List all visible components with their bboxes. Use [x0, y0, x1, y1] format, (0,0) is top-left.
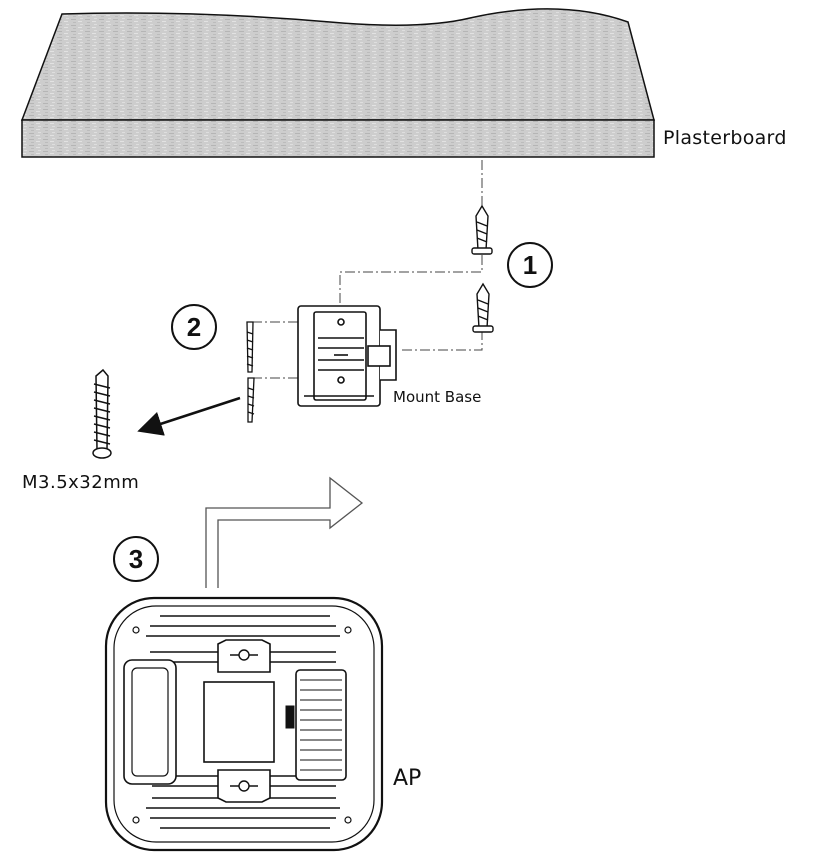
detail-arrow	[137, 396, 241, 436]
plasterboard	[20, 8, 655, 158]
guide-lines	[252, 160, 483, 379]
mount-base-label: Mount Base	[393, 388, 482, 406]
mount-base	[297, 305, 397, 407]
screw-size-label: M3.5x32mm	[22, 472, 140, 493]
step-3-badge: 3	[113, 536, 159, 582]
slide-arrow	[205, 476, 364, 588]
wall-anchor-bottom	[472, 282, 494, 333]
screw-upper	[246, 321, 254, 373]
plasterboard-label: Plasterboard	[663, 127, 787, 149]
ap-label: AP	[393, 766, 422, 791]
access-point	[104, 596, 384, 852]
wall-anchor-top	[471, 204, 493, 255]
screw-lower	[247, 377, 255, 423]
step-1-badge: 1	[507, 242, 553, 288]
step-2-badge: 2	[171, 304, 217, 350]
screw-detail	[92, 368, 112, 459]
